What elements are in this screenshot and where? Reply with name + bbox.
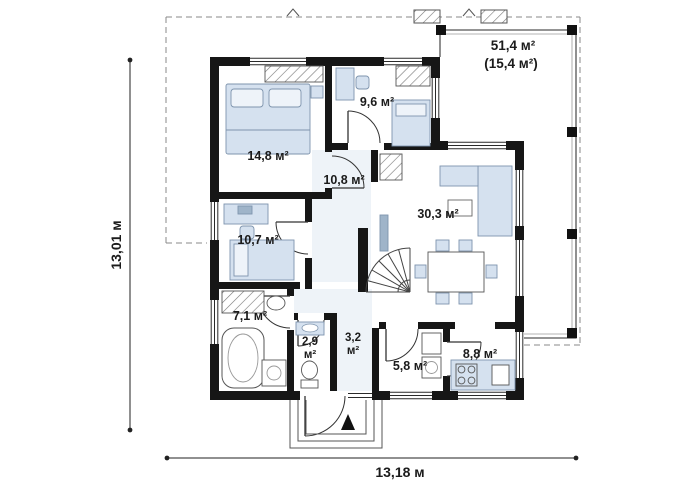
chair [435, 292, 450, 305]
kitchen-sink [491, 364, 510, 386]
window-right-bedroom2 [431, 78, 440, 118]
wc-area-label-unit: м² [304, 349, 317, 361]
hall-area-label: 10,8 м² [323, 173, 364, 187]
window-living-top [448, 141, 506, 150]
window-bottom-utility [390, 391, 432, 400]
window-top-bedroom2 [384, 57, 422, 66]
entrance-opening [300, 391, 372, 400]
door-entrance [304, 395, 346, 437]
windows [210, 57, 524, 400]
window-living-right-2 [515, 240, 524, 296]
chair [485, 264, 498, 279]
dimension-bottom: 13,18 м [164, 455, 579, 480]
corridor-area-label-number: 3,2 [345, 332, 361, 344]
chair [414, 264, 427, 279]
sofa [477, 165, 513, 237]
coffee-table [447, 199, 473, 217]
toilet [301, 360, 318, 380]
dimension-left: 13,01 м [108, 57, 133, 433]
closet-hatch [221, 290, 265, 314]
door-utility [385, 328, 419, 362]
furniture-wc [295, 321, 325, 389]
stove [455, 363, 478, 387]
bedroom-left-area-label: 10,7 м² [237, 233, 278, 247]
terrace-columns [436, 25, 577, 338]
roof-vent-hatches [413, 9, 508, 24]
chair [355, 75, 370, 90]
chair [239, 225, 255, 240]
furniture-bedroom-main [225, 65, 324, 155]
furniture-kitchen [450, 359, 516, 391]
window-living-right-1 [515, 170, 524, 226]
wc-area-label-number: 2,9 [302, 336, 318, 348]
bedroom-small-area-label: 9,6 м² [360, 95, 394, 109]
terrace-note: 51,4 м² (15,4 м²) [484, 38, 538, 71]
room-labels: 14,8 м² 9,6 м² 10,8 м² 30,3 м² 10,7 м² 7… [233, 95, 497, 373]
tv-unit [379, 214, 389, 252]
window-left-bathroom [210, 300, 219, 344]
wardrobe-hatch [264, 65, 324, 83]
entrance-marker-icon [341, 414, 355, 430]
door-bedroom-small [347, 110, 381, 144]
nightstand [310, 85, 324, 99]
window-kitchen-right [515, 332, 524, 378]
fireplace-hatch [379, 153, 403, 181]
furniture-bedroom-small [335, 65, 431, 147]
window-top-bedroom [250, 57, 306, 66]
wardrobe-hatch [395, 65, 431, 87]
terrace-area-primary-label: 51,4 м² [491, 38, 536, 53]
living-room-area-label: 30,3 м² [417, 207, 458, 221]
hallway-floor-tint [294, 150, 372, 391]
window-left-bedroom3 [210, 202, 219, 240]
chair [435, 239, 450, 252]
washing-machine [261, 359, 287, 387]
washer [421, 356, 442, 379]
chair [458, 239, 473, 252]
dining-table [427, 251, 485, 293]
furniture-living-room [379, 153, 513, 305]
chair [458, 292, 473, 305]
width-dimension-label: 13,18 м [375, 464, 424, 480]
bathtub [221, 327, 265, 389]
porch-steps [289, 400, 383, 449]
kitchen-area-label: 8,8 м² [463, 347, 497, 361]
corridor-area-label-unit: м² [347, 345, 360, 357]
height-dimension-label: 13,01 м [108, 220, 124, 269]
monitor [237, 205, 253, 215]
terrace-area-secondary-label: (15,4 м²) [484, 56, 538, 71]
roof-outline [165, 16, 581, 346]
boiler [421, 332, 442, 355]
stairs [365, 247, 411, 293]
window-bottom-kitchen [458, 391, 506, 400]
utility-area-label: 5,8 м² [393, 359, 427, 373]
interior-walls [210, 57, 524, 400]
door-bedroom-main [331, 155, 365, 189]
sink [266, 295, 286, 311]
bedroom-main-area-label: 14,8 м² [247, 149, 288, 163]
desk [335, 67, 355, 101]
bathroom-area-label: 7,1 м² [233, 309, 267, 323]
sofa-corner [439, 165, 479, 187]
roof-slope-arrow-icons [286, 8, 476, 17]
furniture-bedroom-left [223, 203, 295, 281]
furniture-bathroom [221, 290, 287, 389]
furniture-utility [421, 332, 442, 379]
toilet-tank [300, 379, 319, 389]
